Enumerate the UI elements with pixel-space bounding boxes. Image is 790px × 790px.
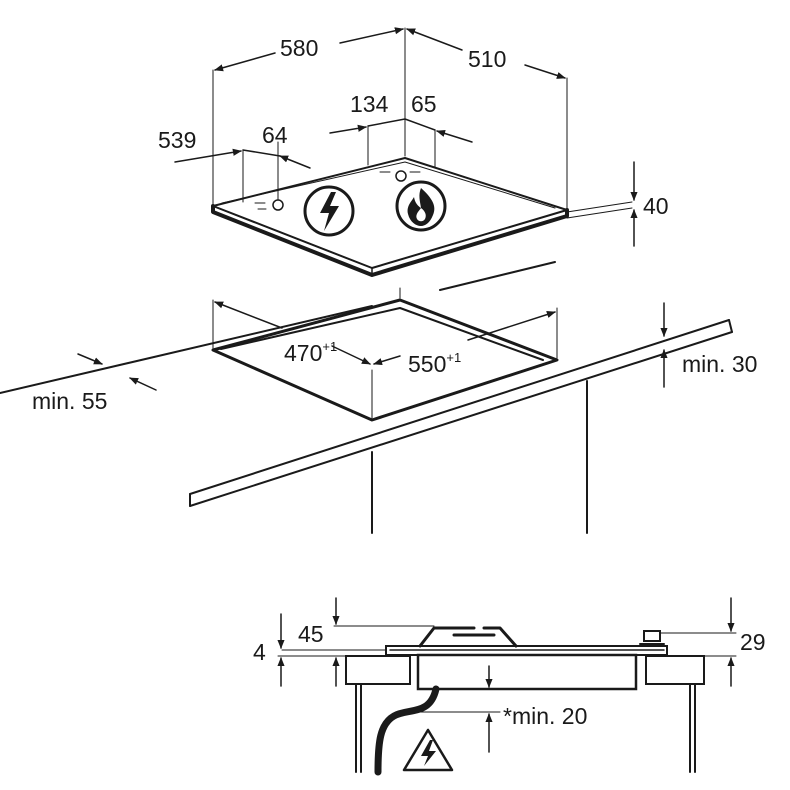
hob-height-label: 40 xyxy=(643,193,669,219)
hob-front-edge xyxy=(211,204,569,277)
gas-flame-icon xyxy=(395,180,447,232)
section-hob-body xyxy=(416,653,638,691)
electric-warning-icon xyxy=(402,728,454,772)
cutout-width-label: 550+1 xyxy=(408,350,461,377)
hob-offset-134-label: 134 xyxy=(350,91,389,117)
hob-top-plate xyxy=(212,157,568,269)
connection-point-rear xyxy=(395,170,407,182)
section-dim-4-label: 4 xyxy=(253,639,266,665)
hob-drawing xyxy=(211,157,633,277)
section-worktop-right xyxy=(645,655,705,685)
worktop-drawing xyxy=(0,261,733,534)
cutout-depth-label: 470+1 xyxy=(284,339,337,366)
section-worktop-left xyxy=(345,655,411,685)
cutout-width-tolerance: +1 xyxy=(446,350,461,365)
hob-offset-64-label: 64 xyxy=(262,122,288,148)
worktop-cutout xyxy=(211,298,559,422)
hob-dimensions: 580 510 539 64 134 65 40 xyxy=(158,27,669,247)
side-section-dimensions: 4 45 29 *min. 20 xyxy=(253,597,766,753)
side-section-drawing xyxy=(277,625,737,776)
section-min-20-label: *min. 20 xyxy=(503,703,587,729)
worktop-rear-edge xyxy=(189,319,730,495)
section-dim-29-label: 29 xyxy=(740,629,766,655)
hob-offset-65-label: 65 xyxy=(411,91,437,117)
cutout-width-value: 550 xyxy=(408,351,446,377)
worktop-front-edge xyxy=(0,305,373,394)
hob-depth-label: 510 xyxy=(468,46,506,72)
electric-warning-icon xyxy=(303,185,355,237)
section-control-knob xyxy=(643,630,661,642)
cutout-dimensions: 470+1 550+1 min. 55 min. 30 xyxy=(32,287,757,419)
connection-point-left xyxy=(272,199,284,211)
section-dim-45-label: 45 xyxy=(298,621,324,647)
cutout-depth-value: 470 xyxy=(284,340,322,366)
min-worktop-thickness-label: min. 30 xyxy=(682,351,757,377)
hob-width-label: 580 xyxy=(280,35,318,61)
section-burner xyxy=(418,626,518,648)
hob-offset-539-label: 539 xyxy=(158,127,196,153)
section-supply-cable xyxy=(374,685,440,776)
min-front-distance-label: min. 55 xyxy=(32,388,107,414)
cutout-depth-tolerance: +1 xyxy=(322,339,337,354)
